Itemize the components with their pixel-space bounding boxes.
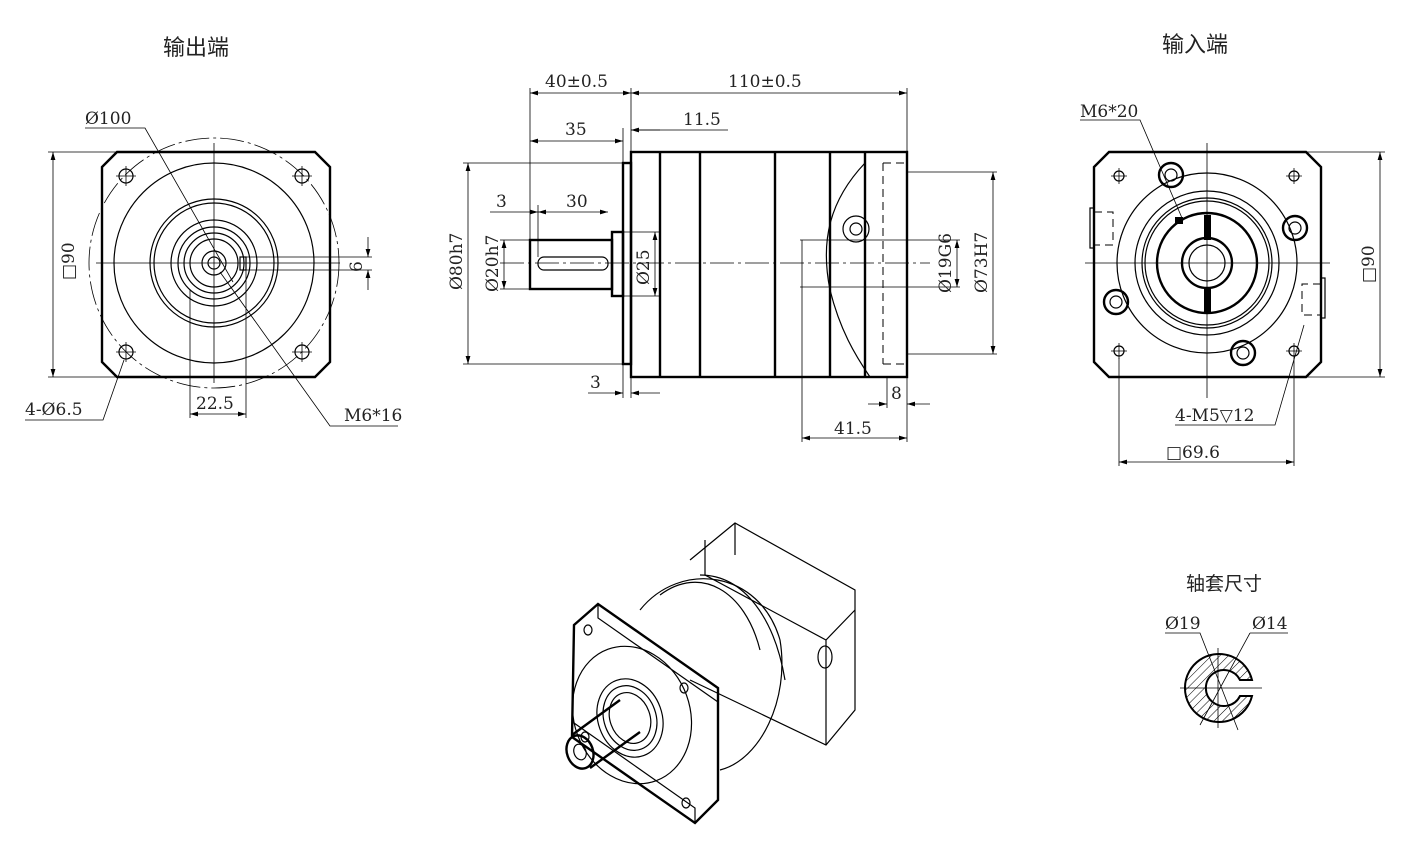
key-length-dim: 30 xyxy=(566,192,588,212)
flange-thickness-dim: 11.5 xyxy=(683,110,721,130)
key-width-dim: 6 xyxy=(347,261,367,272)
output-holes-dim: 4-Ø6.5 xyxy=(25,400,83,420)
output-end-view: 输出端 □90 Ø100 6 22.5 xyxy=(25,36,402,427)
output-square-dim: □90 xyxy=(59,242,79,280)
body-length-dim: 110±0.5 xyxy=(728,72,802,92)
clamp-bolts xyxy=(1102,161,1309,367)
key-offset-dim: 22.5 xyxy=(196,394,234,414)
shoulder-dim: 3 xyxy=(496,192,507,212)
front-length-dim: 40±0.5 xyxy=(545,72,608,92)
bore-diameter-dim: Ø19G6 xyxy=(936,233,956,293)
input-square-dim: □90 xyxy=(1359,245,1379,283)
output-end-title: 输出端 xyxy=(163,36,229,61)
pilot-diameter-dim: Ø80h7 xyxy=(447,233,467,290)
gap-dim: 3 xyxy=(590,373,601,393)
output-thread-dim: M6*16 xyxy=(344,406,402,426)
bushing-view: 轴套尺寸 Ø19 Ø14 xyxy=(1165,573,1288,731)
input-pilot-dim: Ø73H7 xyxy=(972,232,992,293)
input-flange-outline xyxy=(1092,150,1323,379)
output-flange-outline xyxy=(100,150,332,379)
input-holes xyxy=(1111,168,1302,359)
collar-diameter-dim: Ø25 xyxy=(634,249,654,285)
bushing-inner-dim: Ø14 xyxy=(1252,614,1288,634)
shaft-diameter-dim: Ø20h7 xyxy=(483,235,503,292)
isometric-view xyxy=(565,522,856,825)
input-end-view: 输入端 M6*20 □90 4-M5▽12 xyxy=(1080,33,1385,466)
pcd-square-dim: □69.6 xyxy=(1166,443,1220,463)
input-end-title: 输入端 xyxy=(1162,33,1228,58)
iso-flange xyxy=(570,602,720,825)
input-holes-dim: 4-M5▽12 xyxy=(1175,406,1255,426)
mount-holes xyxy=(116,166,312,362)
clamp-screw-dim: M6*20 xyxy=(1080,102,1138,122)
shaft-length-dim: 35 xyxy=(565,120,587,140)
input-depth-dim: 8 xyxy=(891,384,902,404)
clamp-position-dim: 41.5 xyxy=(834,419,872,439)
bushing-outer-dim: Ø19 xyxy=(1165,614,1201,634)
side-view: 40±0.5 110±0.5 35 11.5 3 30 Ø80h7 Ø20h7 … xyxy=(447,72,997,442)
bushing-title: 轴套尺寸 xyxy=(1186,573,1262,595)
output-pcd-dim: Ø100 xyxy=(85,109,131,129)
